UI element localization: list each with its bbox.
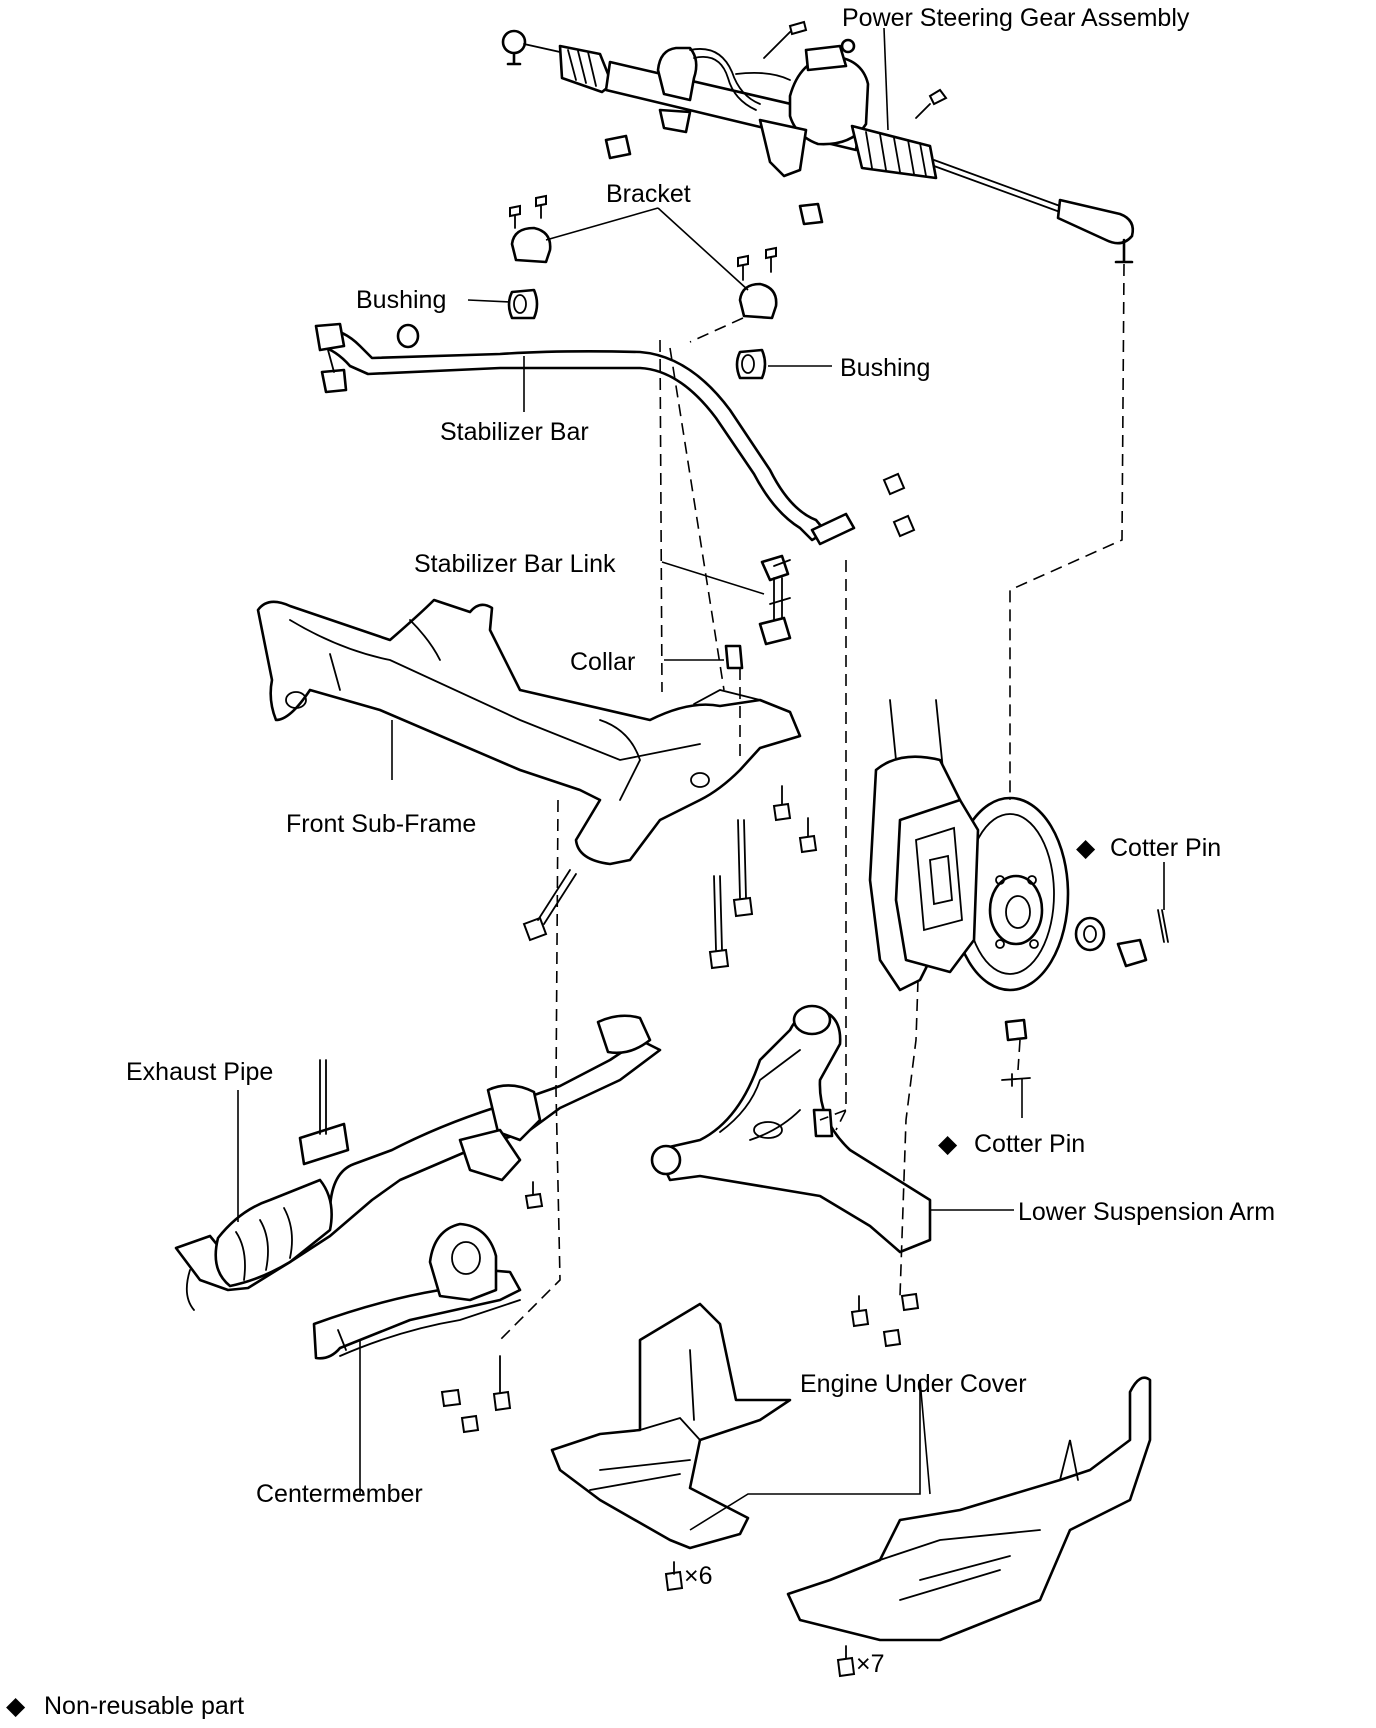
label-cotter-pin-upper: Cotter Pin: [1110, 834, 1221, 862]
label-stabilizer-bar-link: Stabilizer Bar Link: [414, 550, 616, 578]
collar: [724, 644, 744, 670]
label-cotter-pin-lower: Cotter Pin: [974, 1130, 1085, 1158]
exhaust-pipe: [174, 1014, 662, 1311]
label-exhaust-pipe: Exhaust Pipe: [126, 1058, 273, 1086]
label-centermember: Centermember: [256, 1480, 423, 1508]
lower-suspension-arm: [650, 1004, 932, 1348]
front-sub-frame: [256, 598, 818, 970]
stabilizer-bar-assembly: [314, 194, 916, 646]
label-engine-under-cover: Engine Under Cover: [800, 1370, 1027, 1398]
label-power-steering-gear-assembly: Power Steering Gear Assembly: [842, 4, 1190, 32]
label-bushing-left: Bushing: [356, 286, 446, 314]
alignment-lines: [499, 263, 1125, 1341]
power-steering-gear-assembly: [501, 20, 1135, 264]
legend-non-reusable-marker: ◆: [6, 1692, 26, 1720]
label-front-sub-frame: Front Sub-Frame: [286, 810, 476, 838]
engine-under-cover-right: [786, 1376, 1152, 1678]
label-quantity-6: ×6: [684, 1562, 713, 1590]
engine-under-cover-left: [550, 1302, 792, 1592]
leader-lines: [237, 27, 1165, 1531]
steering-knuckle-brake: [868, 699, 1169, 1087]
label-bracket: Bracket: [606, 180, 691, 208]
non-reusable-marker-cotter-pin-lower: ◆: [938, 1130, 958, 1158]
centermember: [312, 1222, 522, 1434]
label-quantity-7: ×7: [856, 1650, 885, 1678]
label-lower-suspension-arm: Lower Suspension Arm: [1018, 1198, 1275, 1226]
label-collar: Collar: [570, 648, 635, 676]
non-reusable-marker-cotter-pin-upper: ◆: [1076, 834, 1096, 862]
label-bushing-right: Bushing: [840, 354, 930, 382]
legend-non-reusable-part: Non-reusable part: [44, 1692, 244, 1720]
label-stabilizer-bar: Stabilizer Bar: [440, 418, 589, 446]
bracket-right: [738, 282, 778, 320]
bracket-left: [510, 226, 552, 264]
